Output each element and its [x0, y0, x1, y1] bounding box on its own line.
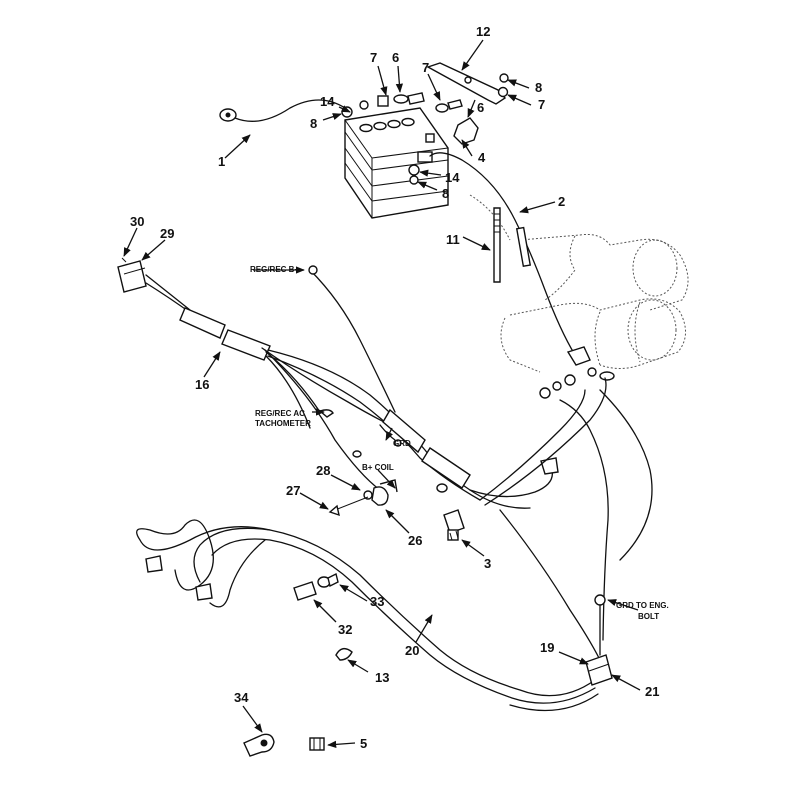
ground-wire [499, 389, 653, 661]
clip-32-33 [293, 572, 339, 601]
leader-lines [123, 39, 641, 749]
callout-19: 19 [540, 640, 554, 655]
callout-7-right: 7 [538, 97, 545, 112]
callout-27: 27 [286, 483, 300, 498]
callout-5: 5 [360, 736, 367, 751]
connector-34 [243, 733, 275, 757]
label-reg-rec-b: REG/REC B+ [250, 265, 299, 274]
connector-5 [309, 737, 325, 751]
callout-6-top: 6 [392, 50, 399, 65]
label-reg-rec-ac: REG/REC AC [255, 409, 305, 418]
harness-20 [136, 519, 613, 712]
starter-hardware [539, 367, 615, 399]
callout-26: 26 [408, 533, 422, 548]
label-b-coil: B+ COIL [362, 463, 394, 472]
label-tachometer: TACHOMETER [255, 419, 311, 428]
callout-20: 20 [405, 643, 419, 658]
grommet-13 [335, 647, 353, 661]
callout-13: 13 [375, 670, 389, 685]
battery-hardware [341, 62, 509, 145]
callout-3: 3 [484, 556, 491, 571]
callout-30: 30 [130, 214, 144, 229]
label-bolt: BOLT [638, 612, 659, 621]
callout-11: 11 [446, 232, 460, 247]
callout-8-left: 8 [310, 116, 317, 131]
callout-29: 29 [160, 226, 174, 241]
clamp-26-28 [328, 479, 398, 517]
callout-4: 4 [478, 150, 486, 165]
callout-33: 33 [370, 594, 384, 609]
battery [344, 107, 449, 219]
callout-16: 16 [195, 377, 209, 392]
label-grd: GRD [393, 439, 411, 448]
callout-8-upper-right: 8 [535, 80, 542, 95]
callout-6-right: 6 [477, 100, 484, 115]
callout-34: 34 [234, 690, 249, 705]
callout-7-middle: 7 [422, 60, 429, 75]
callout-32: 32 [338, 622, 352, 637]
callout-14-top: 14 [320, 94, 335, 109]
sender-3 [443, 509, 465, 541]
callout-8-lower: 8 [442, 186, 449, 201]
callout-28: 28 [316, 463, 330, 478]
callout-14-lower: 14 [445, 170, 460, 185]
cable-2 [429, 152, 591, 366]
connector-29-30 [121, 257, 127, 263]
engine-outline [469, 194, 689, 373]
wire-labels: REG/REC B+ REG/REC AC TACHOMETER GRD B+ … [250, 265, 669, 621]
label-grd-to-eng: GRD TO ENG. [616, 601, 669, 610]
harness-16 [117, 260, 607, 509]
cable-1 [219, 99, 346, 122]
callout-7-left: 7 [370, 50, 377, 65]
callout-2: 2 [558, 194, 565, 209]
callout-21: 21 [645, 684, 659, 699]
callout-numbers: 1 2 3 4 5 6 6 7 7 7 8 8 8 11 12 13 14 14… [130, 24, 659, 751]
strap-11 [493, 207, 501, 283]
callout-12: 12 [476, 24, 490, 39]
callout-1: 1 [218, 154, 225, 169]
